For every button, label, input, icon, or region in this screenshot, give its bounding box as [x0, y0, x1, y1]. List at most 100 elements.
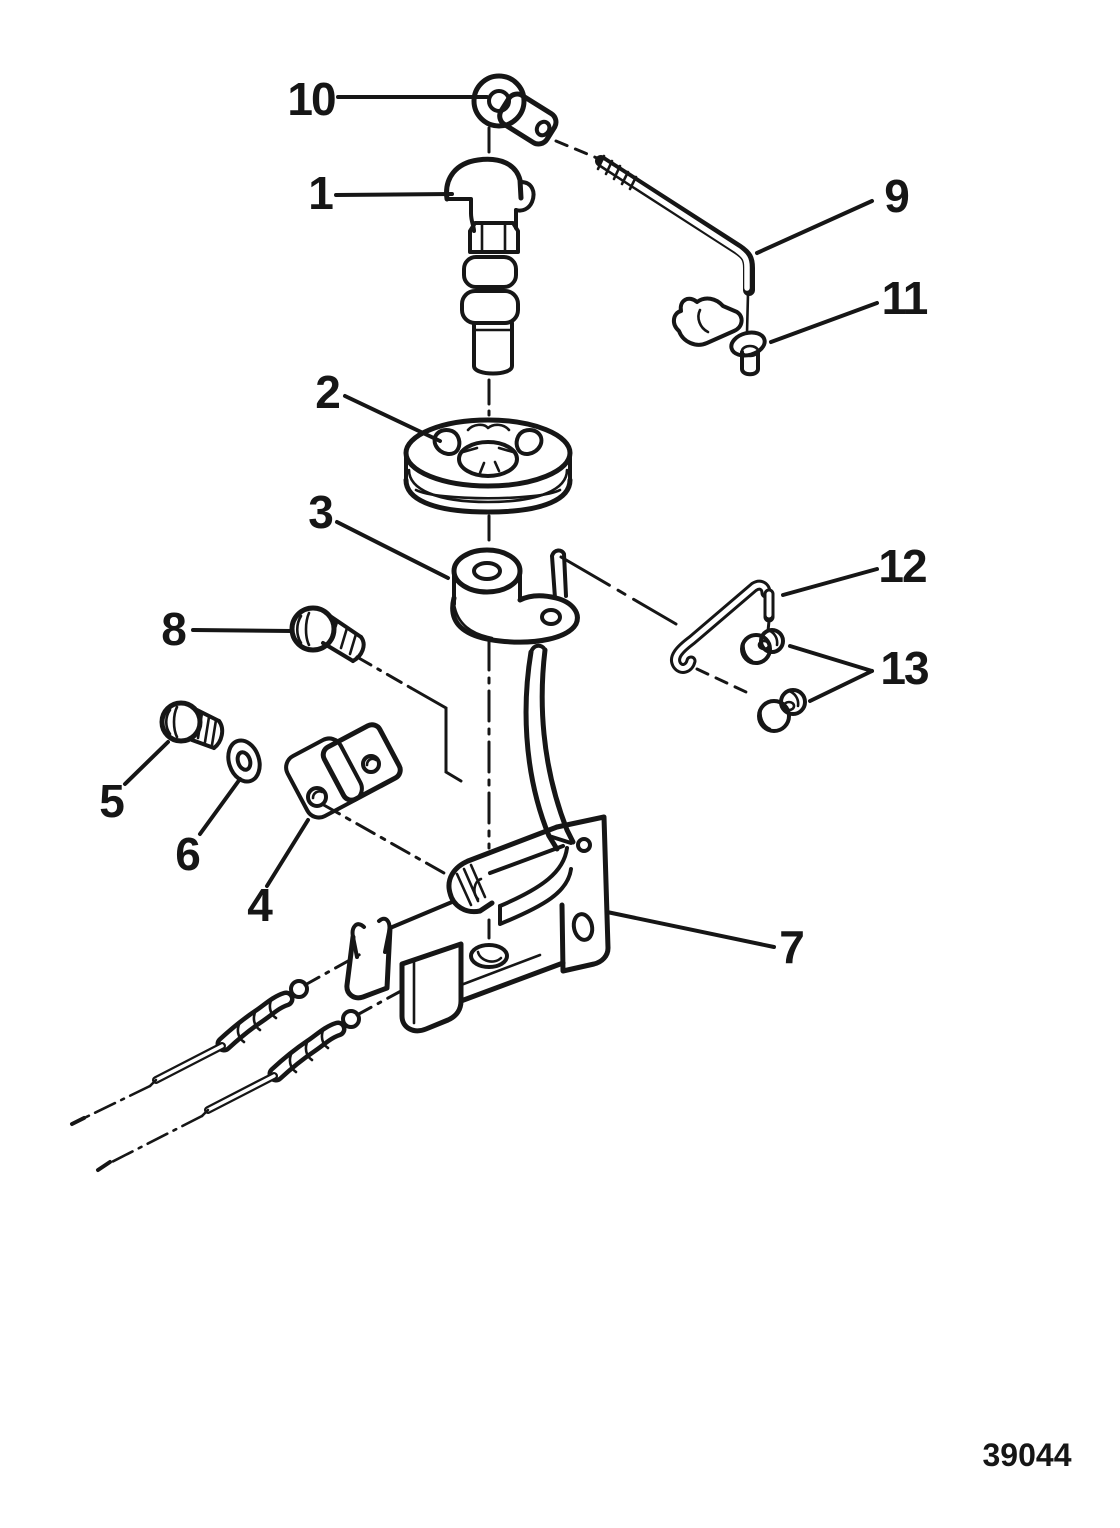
art-path	[672, 296, 744, 347]
callout-5-leader	[123, 740, 170, 786]
art-path	[361, 754, 381, 774]
art-path	[272, 1025, 342, 1078]
art-path	[351, 635, 366, 663]
part-13-art	[740, 628, 807, 733]
art-path	[480, 223, 507, 254]
art-path	[461, 446, 515, 475]
art-path	[451, 547, 523, 595]
art-path	[399, 941, 464, 1034]
art-path	[729, 330, 767, 358]
art-path	[403, 477, 573, 515]
part-1-art	[444, 156, 536, 376]
art-path	[670, 579, 772, 674]
art-path	[311, 790, 324, 800]
art-path	[779, 688, 807, 716]
art-path	[98, 1114, 204, 1170]
art-path	[757, 699, 791, 733]
art-path	[465, 824, 560, 864]
art-path	[673, 582, 769, 671]
art-path	[407, 468, 569, 504]
art-path	[404, 451, 572, 482]
art-path	[320, 722, 403, 803]
art-path	[409, 686, 463, 783]
art-path	[154, 1044, 224, 1082]
art-path	[365, 757, 378, 767]
part-11-art	[672, 296, 767, 377]
art-path	[452, 602, 494, 640]
art-path	[355, 989, 403, 1017]
callout-3-leader	[335, 520, 450, 580]
centerlines-layer	[303, 126, 771, 1017]
art-path	[432, 428, 462, 456]
art-path	[220, 995, 290, 1048]
callout-12-label: 12	[878, 540, 926, 592]
part-8-art	[289, 605, 366, 663]
art-path	[571, 912, 595, 942]
art-path	[539, 647, 576, 845]
part-9-art	[595, 154, 755, 296]
callout-11-leader	[769, 301, 879, 344]
callout-3-label: 3	[308, 486, 332, 538]
art-path	[476, 950, 503, 963]
callout-10-label: 10	[287, 73, 335, 125]
callout-5-label: 5	[99, 775, 124, 827]
callout-6-label: 6	[175, 828, 199, 880]
art-path	[576, 837, 592, 853]
art-path	[450, 593, 580, 645]
art-path	[235, 750, 253, 772]
art-path	[529, 643, 547, 654]
art-path	[471, 73, 527, 129]
art-path	[559, 555, 678, 626]
cable-upper-art	[70, 979, 309, 1126]
art-path	[534, 119, 552, 138]
callout-13-leader	[788, 644, 874, 673]
figure-code-layer: 39044	[983, 1437, 1072, 1473]
art-path	[759, 689, 800, 731]
art-path	[472, 561, 502, 581]
part-5-art	[159, 700, 225, 750]
art-path	[284, 736, 364, 820]
part-4-art	[284, 722, 403, 820]
art-path	[782, 700, 796, 712]
art-path	[695, 667, 748, 694]
art-path	[289, 979, 309, 999]
art-path	[697, 308, 710, 334]
art-path	[414, 488, 562, 500]
art-path	[212, 719, 225, 750]
art-path	[547, 834, 573, 845]
art-path	[469, 943, 509, 969]
art-path	[455, 863, 487, 907]
art-path	[497, 91, 559, 147]
callout-7-label: 7	[779, 921, 803, 973]
art-path	[344, 925, 393, 1001]
art-path	[206, 1074, 276, 1112]
art-path	[745, 292, 750, 335]
art-path	[600, 160, 750, 291]
art-path	[468, 221, 520, 254]
art-path	[460, 289, 520, 325]
art-path	[295, 611, 311, 647]
art-path	[540, 608, 562, 626]
art-path	[70, 1116, 86, 1126]
art-path	[196, 711, 218, 747]
art-path	[355, 655, 413, 690]
art-path	[457, 440, 519, 478]
part-6-art	[226, 738, 262, 784]
callout-1-label: 1	[308, 167, 333, 219]
leader-lines-layer	[123, 95, 879, 949]
art-path	[284, 736, 364, 820]
art-path	[446, 858, 495, 915]
art-path	[164, 705, 179, 739]
art-path	[740, 344, 760, 358]
art-path	[388, 900, 454, 930]
art-path	[469, 208, 518, 233]
callout-9-leader	[755, 199, 874, 255]
art-path	[226, 738, 262, 784]
art-path	[473, 877, 483, 901]
art-path	[514, 428, 544, 456]
art-path	[550, 548, 568, 600]
part-10-art	[471, 73, 559, 147]
